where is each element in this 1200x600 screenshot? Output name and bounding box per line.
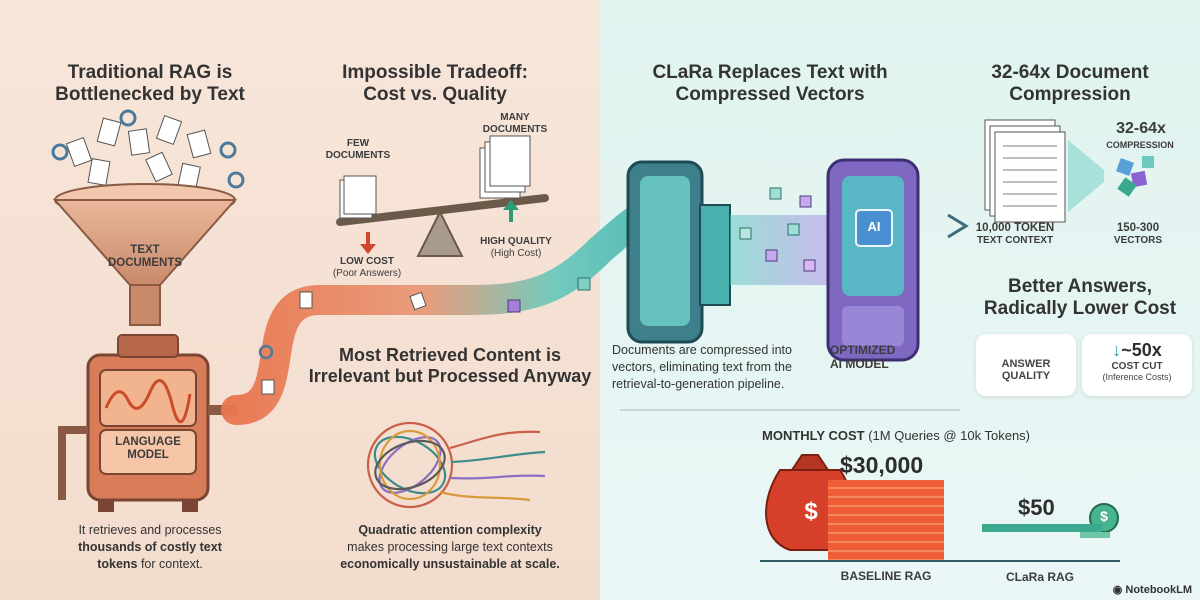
language-model-machine-icon — [58, 334, 238, 512]
notebooklm-logo-icon: ◉ — [1112, 584, 1123, 596]
funnel-label: TEXT DOCUMENTS — [107, 244, 183, 270]
heading-tradeoff: Impossible Tradeoff: Cost vs. Quality — [342, 62, 528, 105]
heading-clara: CLaRa Replaces Text with Compressed Vect… — [652, 62, 888, 105]
vector-beam — [730, 187, 830, 285]
machine-label: LANGUAGE MODEL — [115, 436, 181, 462]
caption-clara: Documents are compressed into vectors, e… — [612, 343, 792, 391]
baseline-rag-label: BASELINE RAG — [840, 569, 932, 583]
high-quality-label: HIGH QUALITY (High Cost) — [480, 236, 552, 259]
many-documents-label: MANY DOCUMENTS — [482, 112, 548, 135]
pipeline-tube — [221, 200, 675, 425]
baseline-cost-value: $30,000 — [840, 452, 924, 478]
chart-baseline-axis — [760, 560, 1120, 562]
clara-cost-bar — [982, 524, 1102, 532]
few-documents-label: FEW DOCUMENTS — [325, 138, 391, 161]
tangled-content-icon — [366, 421, 546, 509]
heading-traditional-rag: Traditional RAG is Bottlenecked by Text — [55, 62, 245, 105]
seesaw-icon — [336, 135, 549, 257]
compression-word-label: COMPRESSION — [1106, 140, 1174, 150]
down-arrow-icon: ↓ — [1112, 340, 1122, 360]
funnel-icon — [52, 183, 238, 326]
optimized-model-label: OPTIMIZED AI MODEL — [830, 343, 896, 371]
heading-compression: 32-64x Document Compression — [991, 62, 1149, 105]
heading-better-answers: Better Answers, Radically Lower Cost — [983, 276, 1177, 319]
cost-cut-card: ↓~50x COST CUT (Inference Costs) — [1082, 334, 1192, 396]
optimized-ai-model-icon — [826, 158, 920, 362]
caption-quadratic: Quadratic attention complexity makes pro… — [340, 523, 560, 571]
low-cost-label: LOW COST (Poor Answers) — [332, 256, 402, 279]
heading-irrelevant-content: Most Retrieved Content is Irrelevant but… — [308, 345, 592, 386]
scattered-documents — [51, 109, 245, 192]
vectors-label: 150-300 VECTORS — [1113, 222, 1163, 247]
clara-encoder-icon — [626, 160, 731, 344]
caption-traditional: It retrieves and processes thousands of … — [78, 523, 222, 571]
compression-illustration — [947, 119, 1154, 239]
compression-ratio-badge: 32-64x — [1116, 120, 1166, 137]
cost-chart-title: MONTHLY COST (1M Queries @ 10k Tokens) — [762, 428, 1030, 443]
token-context-label: 10,000 TOKEN TEXT CONTEXT — [975, 222, 1055, 247]
clara-cost-value: $50 — [1018, 495, 1055, 520]
clara-rag-label: CLaRa RAG — [1005, 570, 1074, 584]
answer-quality-card: ANSWER QUALITY — [976, 334, 1076, 396]
baseline-cost-bar — [828, 480, 944, 560]
money-bag-symbol: $ — [804, 498, 818, 525]
coin-symbol: $ — [1100, 508, 1108, 524]
notebooklm-brand: ◉ NotebookLM — [1112, 584, 1192, 596]
ai-chip-label: AI — [867, 219, 881, 234]
